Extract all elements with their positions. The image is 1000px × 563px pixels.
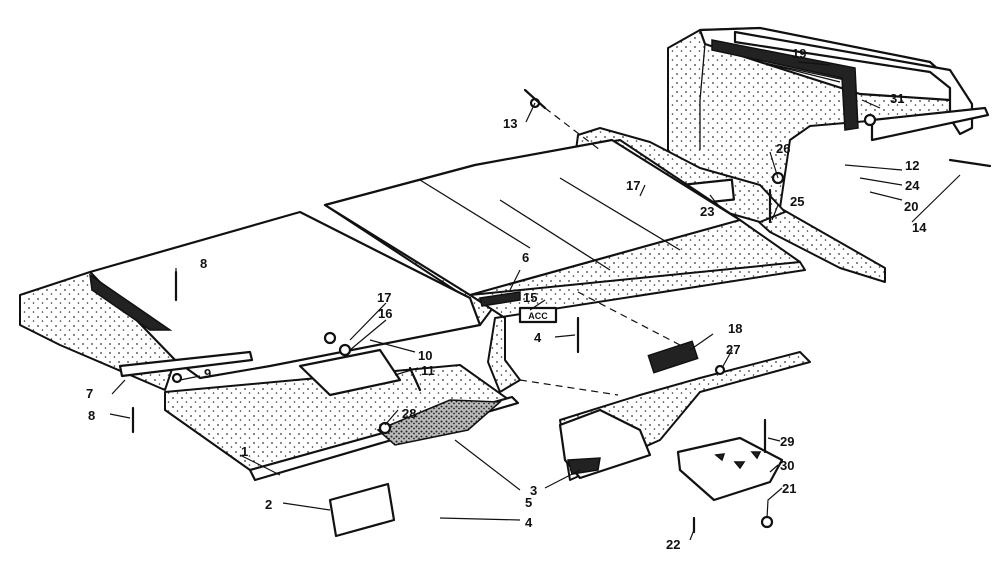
callout-20: 20 [904,199,918,214]
decal-15: ACC [518,306,558,324]
callout-11: 11 [421,363,435,378]
reflector-18 [647,340,699,374]
leader-lines [109,61,961,541]
callout-13: 13 [503,116,517,131]
callout-25: 25 [790,194,804,209]
callout-14: 14 [912,220,927,235]
callout-28: 28 [402,406,416,421]
callout-31: 31 [890,91,904,106]
left-running-board [19,210,520,482]
right-running-board [558,351,811,481]
callout-30: 30 [780,458,794,473]
callout-8-lower: 8 [88,408,95,423]
callout-4-upper: 4 [534,330,542,345]
decal-text: ACC [528,311,548,321]
callout-15: 15 [523,290,537,305]
reflector-plate-2 [328,482,396,538]
callout-6: 6 [522,250,529,265]
callout-23: 23 [700,204,714,219]
callout-1: 1 [241,444,248,459]
callout-27: 27 [726,342,740,357]
callout-7: 7 [86,386,93,401]
callout-18: 18 [728,321,742,336]
callout-labels: 1 2 3 4 4 5 6 7 8 8 9 10 11 12 13 14 15 … [86,46,927,552]
callout-17-left: 17 [377,290,391,305]
callout-10: 10 [418,348,432,363]
fasteners [131,88,992,534]
callout-8-upper: 8 [200,256,207,271]
callout-16: 16 [378,306,392,321]
callout-3: 3 [530,483,537,498]
callout-21: 21 [782,481,796,496]
callout-2: 2 [265,497,272,512]
callout-9: 9 [204,366,211,381]
callout-4-lower: 4 [525,515,533,530]
tunnel [323,138,806,393]
callout-5: 5 [525,495,532,510]
step-block [676,436,784,502]
callout-19: 19 [792,46,806,61]
callout-26: 26 [776,141,790,156]
callout-29: 29 [780,434,794,449]
callout-17-right: 17 [626,178,640,193]
callout-12: 12 [905,158,919,173]
callout-22: 22 [666,537,680,552]
callout-24: 24 [905,178,920,193]
